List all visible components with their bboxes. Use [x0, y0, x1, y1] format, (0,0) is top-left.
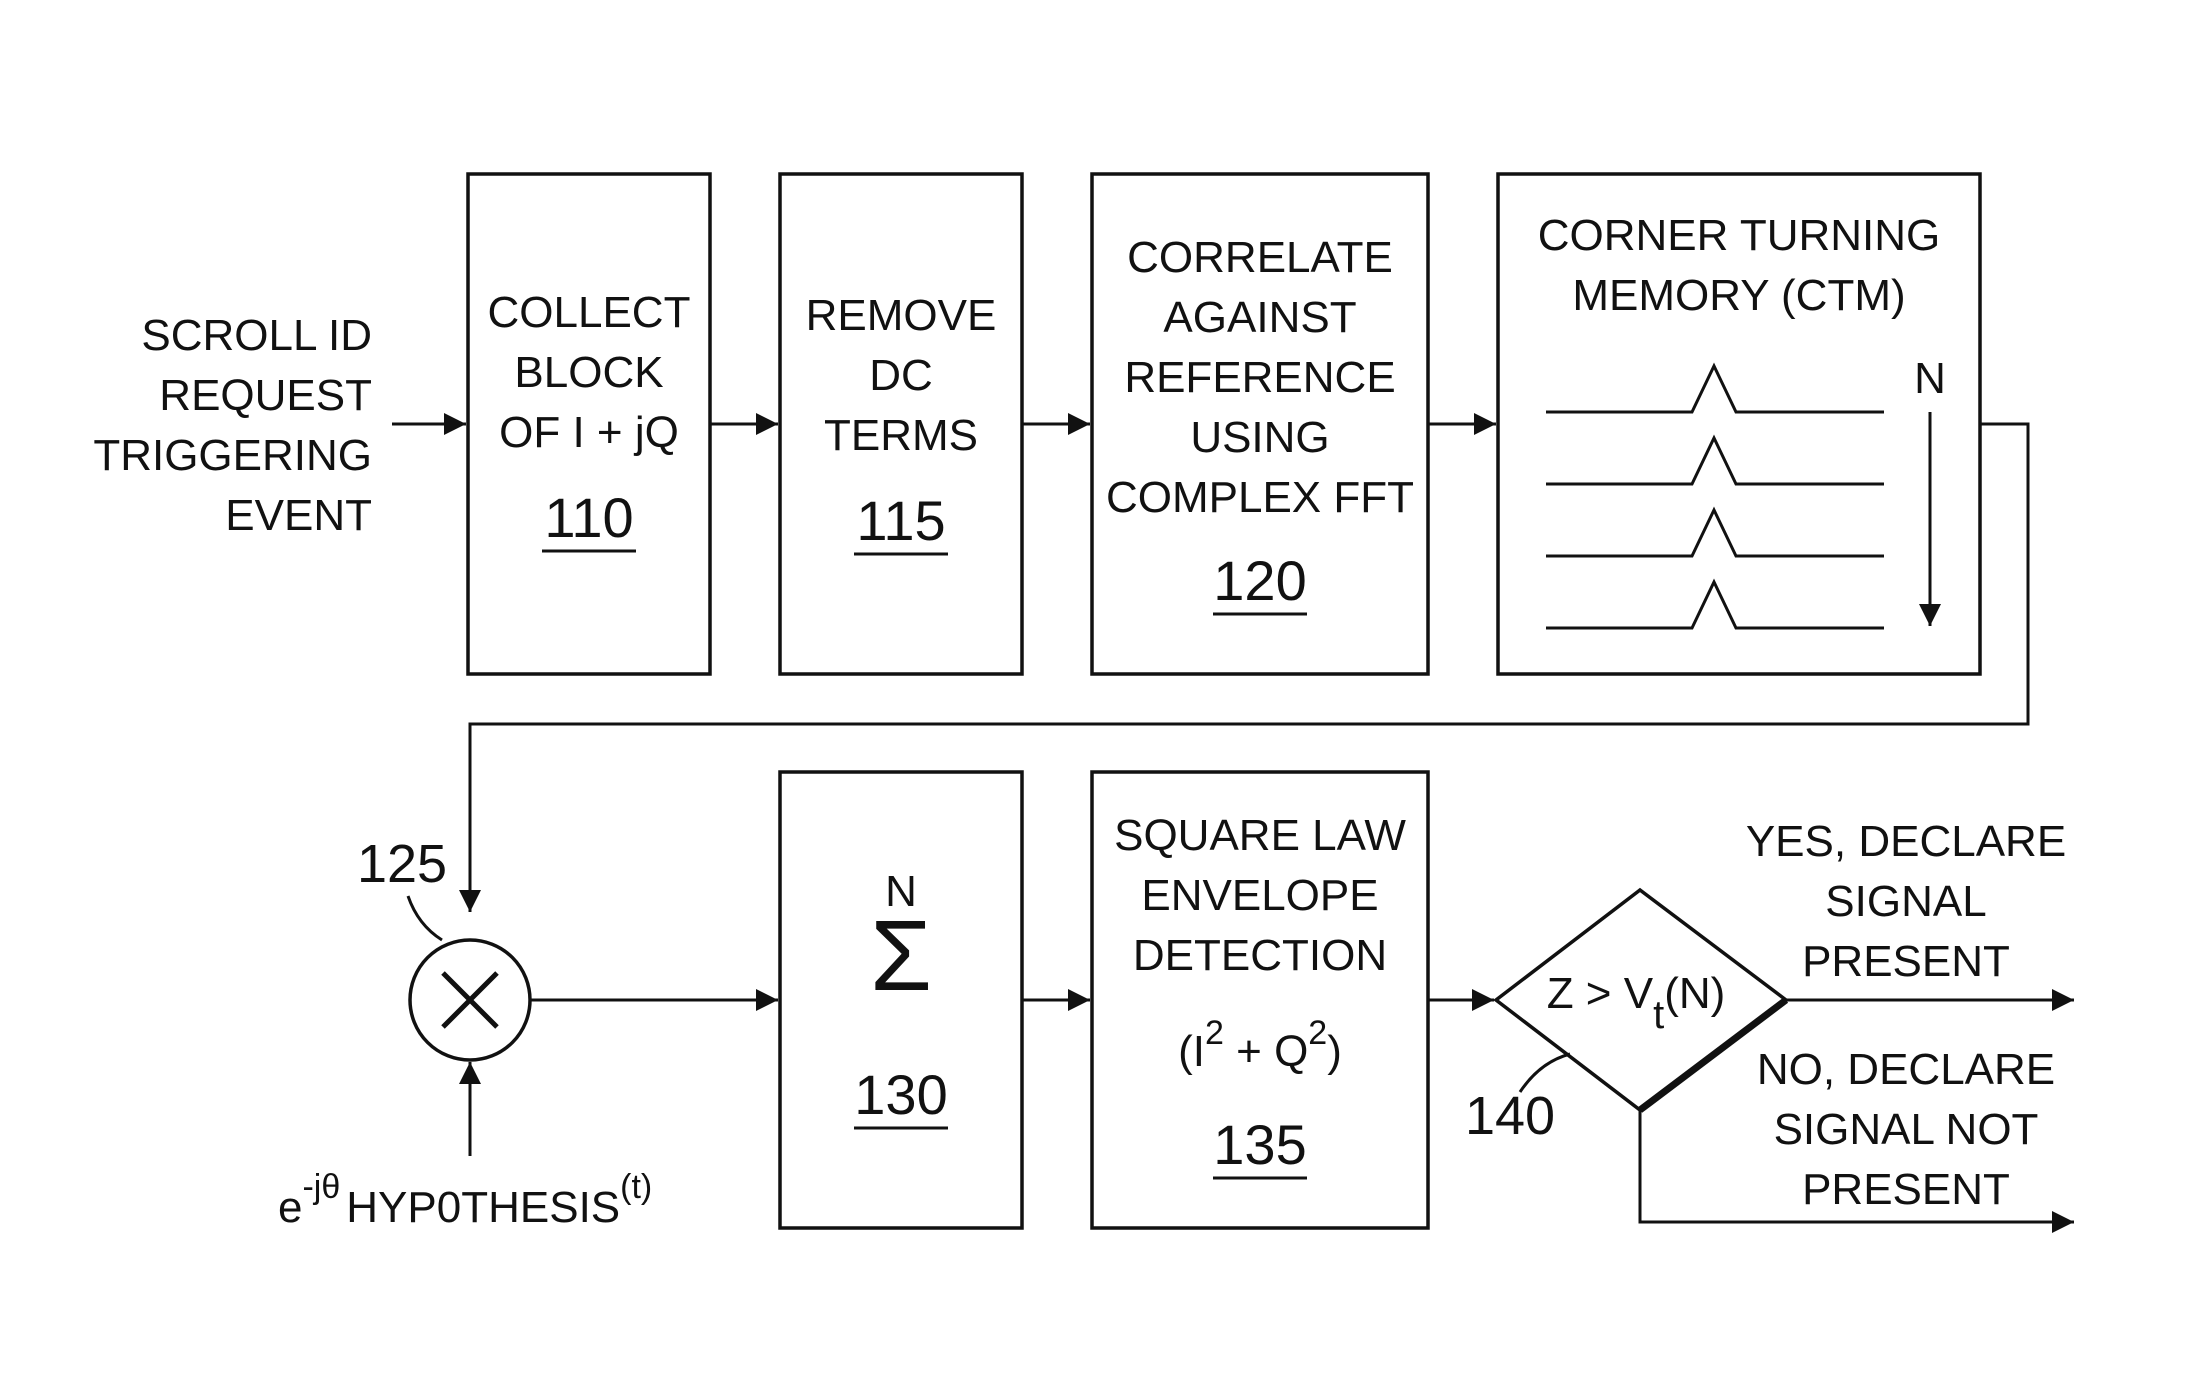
no-label-line: SIGNAL NOT — [1774, 1105, 2039, 1154]
decision-cond-part: Z > V — [1547, 969, 1654, 1018]
ctm-n-label: N — [1914, 354, 1946, 403]
formula-close: ) — [1327, 1027, 1342, 1076]
decision-cond-part: (N) — [1664, 969, 1725, 1018]
multiplier-125: 125 — [357, 834, 530, 1060]
yes-label-line: SIGNAL — [1825, 877, 1986, 926]
block-115-text: DC — [869, 351, 933, 400]
yes-label-line: PRESENT — [1802, 937, 2010, 986]
block-120-text: REFERENCE — [1124, 353, 1395, 402]
ctm-pulse-row — [1546, 438, 1884, 484]
decision-cond-sub: t — [1653, 993, 1664, 1037]
block-120-text: CORRELATE — [1127, 233, 1393, 282]
formula-mid: + Q — [1224, 1027, 1308, 1076]
block-120-text: COMPLEX FFT — [1106, 473, 1414, 522]
decision-condition: Z > Vt(N) — [1547, 969, 1726, 1037]
block-130: N Σ 130 — [780, 772, 1022, 1228]
block-120: CORRELATE AGAINST REFERENCE USING COMPLE… — [1092, 174, 1428, 674]
no-label-line: NO, DECLARE — [1757, 1045, 2055, 1094]
block-135-ref: 135 — [1213, 1113, 1306, 1176]
block-130-ref: 130 — [854, 1063, 947, 1126]
block-115: REMOVE DC TERMS 115 — [780, 174, 1022, 674]
ctm-pulse-row — [1546, 582, 1884, 628]
no-label-line: PRESENT — [1802, 1165, 2010, 1214]
multiplier-ref: 125 — [357, 834, 447, 894]
hypothesis-time: (t) — [620, 1168, 652, 1206]
hypothesis-exponent: -jθ — [302, 1168, 340, 1206]
block-110-text: OF I + jQ — [499, 408, 679, 457]
ctm-block: CORNER TURNING MEMORY (CTM) N — [1498, 174, 1980, 674]
block-135-formula: (I2 + Q2) — [1178, 1014, 1342, 1076]
decision-ref: 140 — [1465, 1086, 1555, 1146]
block-135-text: SQUARE LAW — [1114, 811, 1406, 860]
block-135-text: DETECTION — [1133, 931, 1387, 980]
block-135-text: ENVELOPE — [1141, 871, 1378, 920]
sigma-symbol: Σ — [870, 900, 932, 1012]
block-110-text: COLLECT — [488, 288, 691, 337]
input-label-line: EVENT — [225, 491, 372, 540]
block-120-text: AGAINST — [1163, 293, 1356, 342]
no-output-label: NO, DECLARE SIGNAL NOT PRESENT — [1757, 1045, 2055, 1214]
yes-output-label: YES, DECLARE SIGNAL PRESENT — [1746, 817, 2066, 986]
ctm-text: CORNER TURNING — [1538, 211, 1941, 260]
block-110: COLLECT BLOCK OF I + jQ 110 — [468, 174, 710, 674]
hypothesis-text: HYP0THESIS — [346, 1183, 620, 1232]
multiplier-ref-leader — [408, 896, 442, 940]
input-label-line: REQUEST — [159, 371, 372, 420]
block-115-ref: 115 — [856, 489, 945, 552]
block-110-text: BLOCK — [514, 348, 663, 397]
hypothesis-base: e — [278, 1183, 302, 1232]
formula-exp: 2 — [1205, 1014, 1224, 1052]
ctm-pulse-row — [1546, 510, 1884, 556]
input-label-line: TRIGGERING — [93, 431, 372, 480]
hypothesis-label: e-jθHYP0THESIS(t) — [278, 1168, 652, 1232]
block-120-text: USING — [1190, 413, 1329, 462]
input-label-line: SCROLL ID — [141, 311, 372, 360]
ctm-pulse-row — [1546, 366, 1884, 412]
formula-open: (I — [1178, 1027, 1205, 1076]
decision-140: Z > Vt(N) 140 — [1465, 890, 1786, 1146]
ctm-text: MEMORY (CTM) — [1572, 271, 1905, 320]
block-135: SQUARE LAW ENVELOPE DETECTION (I2 + Q2) … — [1092, 772, 1428, 1228]
block-115-text: REMOVE — [806, 291, 997, 340]
input-label: SCROLL ID REQUEST TRIGGERING EVENT — [93, 311, 372, 540]
block-120-ref: 120 — [1213, 549, 1306, 612]
block-110-ref: 110 — [544, 486, 633, 549]
block-115-text: TERMS — [824, 411, 978, 460]
yes-label-line: YES, DECLARE — [1746, 817, 2066, 866]
formula-exp: 2 — [1308, 1014, 1327, 1052]
